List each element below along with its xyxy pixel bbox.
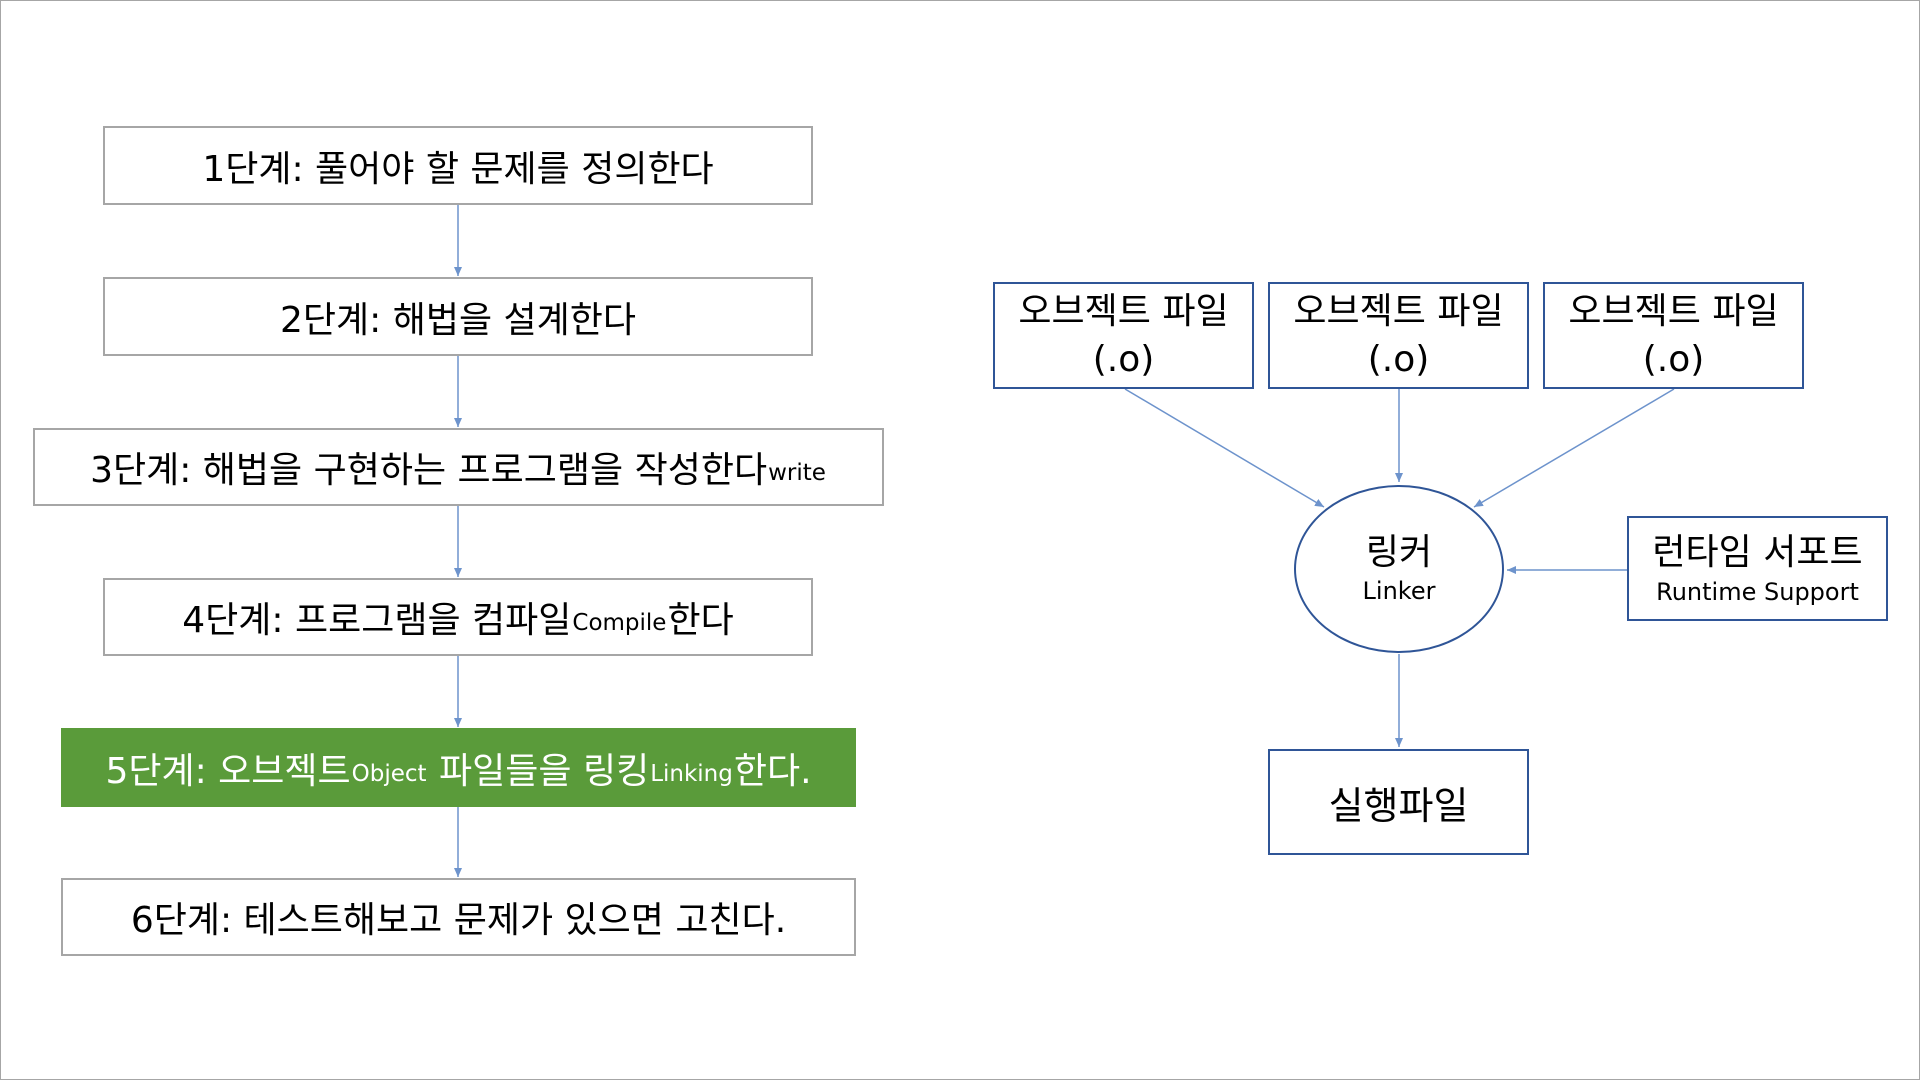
- step-5-middle: 파일들을 링킹: [427, 750, 650, 792]
- step-4-subscript: Compile: [572, 610, 667, 636]
- object-file-1-label: 오브젝트 파일: [1018, 290, 1229, 332]
- object-file-box-2: 오브젝트 파일 (.o): [1268, 282, 1529, 389]
- object-file-3-label: 오브젝트 파일: [1568, 290, 1779, 332]
- arrow-object3-to-linker: [1473, 388, 1675, 508]
- step-2-text: 2단계: 해법을 설계한다: [280, 299, 636, 341]
- linker-english-label: Linker: [1362, 577, 1436, 605]
- step-1-text: 1단계: 풀어야 할 문제를 정의한다: [202, 148, 714, 190]
- runtime-support-box: 런타임 서포트 Runtime Support: [1627, 516, 1888, 621]
- object-file-2-label: 오브젝트 파일: [1293, 290, 1504, 332]
- object-file-box-1: 오브젝트 파일 (.o): [993, 282, 1254, 389]
- step-2-box: 2단계: 해법을 설계한다: [103, 277, 813, 356]
- object-file-1-ext: (.o): [1092, 338, 1155, 380]
- step-5-suffix: 한다.: [733, 750, 812, 792]
- step-4-suffix: 한다: [667, 600, 734, 641]
- step-3-text: 3단계: 해법을 구현하는 프로그램을 작성한다: [90, 450, 768, 491]
- step-5-subscript-object: Object: [351, 760, 427, 787]
- linker-label: 링커: [1365, 532, 1433, 573]
- runtime-support-label: 런타임 서포트: [1652, 531, 1863, 573]
- step-4-text: 4단계: 프로그램을 컴파일: [182, 600, 572, 641]
- executable-label: 실행파일: [1328, 783, 1469, 828]
- executable-box: 실행파일: [1268, 749, 1529, 855]
- object-file-3-ext: (.o): [1642, 338, 1705, 380]
- step-6-text: 6단계: 테스트해보고 문제가 있으면 고친다.: [130, 900, 787, 941]
- arrow-object1-to-linker: [1124, 388, 1325, 508]
- runtime-support-english-label: Runtime Support: [1656, 577, 1859, 606]
- step-5-text: 5단계: 오브젝트: [105, 750, 351, 792]
- object-file-box-3: 오브젝트 파일 (.o): [1543, 282, 1804, 389]
- linker-node: 링커 Linker: [1294, 485, 1504, 653]
- step-3-subscript: write: [768, 460, 826, 486]
- step-5-subscript-linking: Linking: [650, 760, 733, 787]
- step-6-box: 6단계: 테스트해보고 문제가 있으면 고친다.: [61, 878, 856, 956]
- step-1-box: 1단계: 풀어야 할 문제를 정의한다: [103, 126, 813, 205]
- object-file-2-ext: (.o): [1367, 338, 1430, 380]
